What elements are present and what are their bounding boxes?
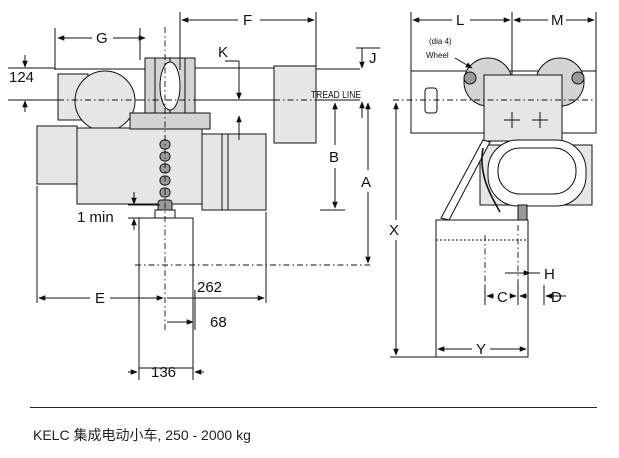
label-tread-line: TREAD LINE (311, 90, 361, 101)
dim-68: 68 (167, 290, 227, 331)
dim-y: Y (437, 341, 527, 358)
trolley-motor-housing (74, 70, 136, 132)
label-wheel: Wheel (426, 51, 449, 60)
label-b: B (329, 149, 339, 166)
gearbox-block (273, 65, 317, 144)
dim-1min: 1 min (77, 192, 160, 230)
label-68: 68 (210, 314, 227, 331)
end-chain-container (435, 219, 529, 358)
label-x: X (389, 222, 399, 239)
dim-j: J (356, 47, 380, 118)
side-view (36, 27, 370, 369)
hoist-body (76, 127, 203, 205)
label-262: 262 (197, 279, 222, 296)
end-view (393, 57, 597, 358)
label-m: M (551, 12, 564, 29)
dim-b: B (320, 102, 345, 211)
label-g: G (96, 30, 108, 47)
label-136: 136 (151, 364, 176, 381)
label-124: 124 (9, 69, 34, 86)
label-j: J (369, 50, 377, 67)
label-h: H (544, 266, 555, 283)
dim-c-d: C D (484, 285, 566, 306)
label-d: D (551, 289, 562, 306)
label-c: C (497, 289, 508, 306)
dim-136: 136 (128, 364, 204, 381)
dim-e-262: E 262 (36, 186, 267, 307)
label-f: F (243, 12, 252, 29)
dim-g: G (54, 28, 146, 70)
caption-divider (30, 407, 597, 408)
dim-x: X (389, 102, 436, 358)
label-k: K (218, 44, 228, 61)
dim-124: 124 (8, 55, 58, 112)
dim-k: K (218, 44, 242, 140)
dim-a: A (361, 102, 371, 264)
dim-h: H (505, 266, 555, 283)
dim-f: F (179, 12, 317, 70)
hoist-drum (201, 133, 267, 211)
dia-wheel-note: (dia 4) Wheel (426, 37, 473, 69)
label-dia-4: (dia 4) (429, 37, 452, 46)
figure-caption: KELC 集成电动小车, 250 - 2000 kg (33, 427, 251, 443)
chain-container (138, 217, 194, 369)
dim-l: L (410, 12, 513, 75)
label-1-min: 1 min (77, 209, 114, 226)
label-e: E (95, 290, 105, 307)
label-y: Y (476, 341, 486, 358)
hoist-motor (36, 125, 78, 185)
hanger-plate (483, 74, 563, 142)
label-a: A (361, 174, 371, 191)
hoist-dimension-drawing: G F K J 124 TREAD LINE B (8, 12, 597, 381)
label-l: L (456, 12, 464, 29)
dim-m: M (513, 12, 597, 72)
